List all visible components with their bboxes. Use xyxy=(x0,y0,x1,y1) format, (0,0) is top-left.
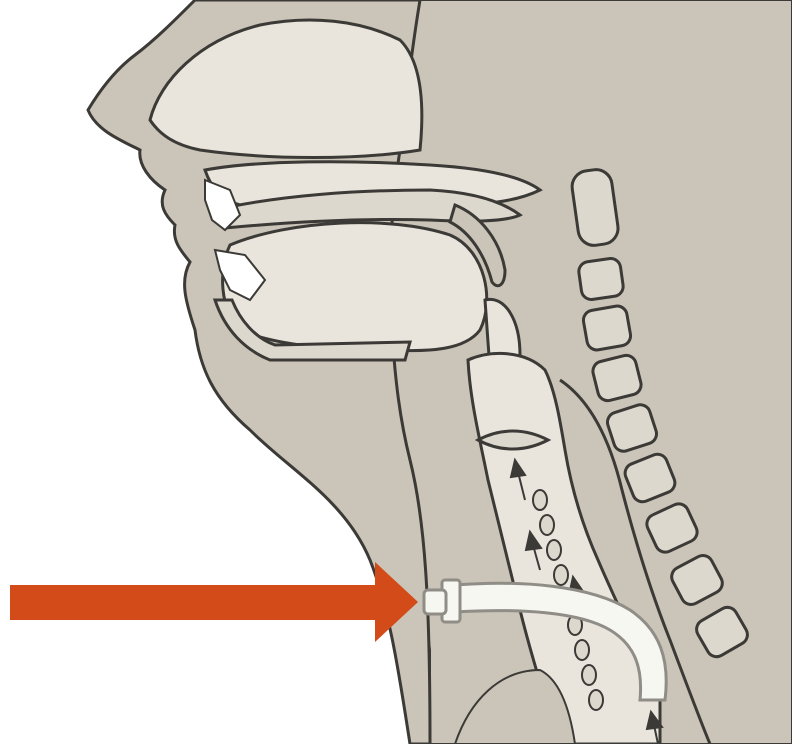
vertebra xyxy=(578,257,625,300)
tube-connector xyxy=(424,590,446,614)
tongue xyxy=(223,223,487,351)
right-arrow-icon xyxy=(10,562,418,642)
vertebra xyxy=(591,353,643,402)
vertebra xyxy=(582,304,632,351)
